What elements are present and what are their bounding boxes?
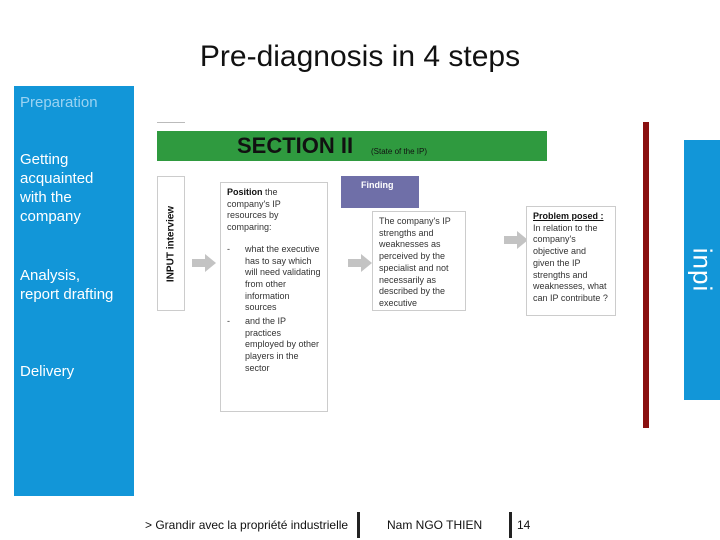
section-header: SECTION II (State of the IP) [157,131,547,161]
input-interview-label: INPUT interview [165,205,177,282]
timeline-bar [643,122,649,428]
divider-line [157,122,185,123]
step-preparation: Preparation [20,94,98,111]
page-title: Pre-diagnosis in 4 steps [199,40,521,73]
footer-tagline: > Grandir avec la propriété industrielle [145,518,349,532]
footer-author: Nam NGO THIEN [387,518,483,532]
position-bullet: - what the executive has to say which wi… [227,243,321,313]
position-bullet: - and the IP practices employed by other… [227,316,320,373]
position-box: Position the company's IP resources by c… [220,182,328,412]
steps-sidebar [14,86,134,496]
position-intro: Position the company's IP resources by c… [227,187,281,233]
step-analysis: Analysis, report drafting [20,267,114,303]
perceived-strengths-box: The company's IP strengths and weaknesse… [372,211,466,311]
footer-separator [357,512,360,538]
step-delivery: Delivery [20,363,75,380]
input-interview-box: INPUT interview [157,176,185,311]
section-subtitle: (State of the IP) [371,147,428,156]
footer-separator [509,512,512,538]
page-number: 14 [517,518,531,532]
section-title: SECTION II [237,133,354,158]
brand-logo: inpi [687,247,718,293]
brand-bar: inpi [684,140,720,400]
finding-label: Finding [341,176,419,208]
problem-posed-box: Problem posed : In relation to the compa… [526,206,616,316]
step-getting-acquainted: Getting acquainted with the company [20,151,94,225]
